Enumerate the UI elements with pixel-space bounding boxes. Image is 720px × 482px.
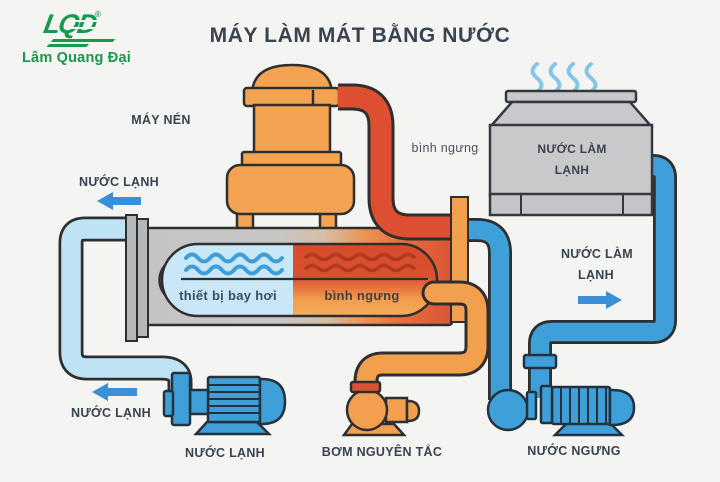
hot-gas-pipe — [338, 83, 452, 241]
label-main-pump: BƠM NGUYÊN TẮC — [321, 445, 443, 459]
label-chilled-water-bottom: NƯỚC LẠNH — [71, 406, 151, 420]
flow-arrow-chilled-bottom-icon — [92, 383, 137, 401]
flow-arrow-chilled-top-icon — [97, 192, 141, 210]
tower-riser-pipe — [528, 154, 677, 398]
label-cooling-tower-line2: LẠNH — [554, 163, 590, 177]
evaporator-waves-icon — [184, 252, 284, 276]
logo-monogram: LQD — [41, 9, 98, 39]
logo-registered-mark: ® — [95, 10, 101, 19]
label-condenser-vessel: bình ngưng — [324, 288, 400, 303]
label-chilled-water-top: NƯỚC LẠNH — [79, 175, 159, 189]
condenser-waves-icon — [304, 252, 416, 273]
label-cooling-water-line1: NƯỚC LÀM — [560, 247, 634, 261]
cooling-tower — [488, 62, 654, 217]
chilled-water-pump — [162, 371, 287, 436]
logo-swoosh — [50, 39, 116, 42]
condensate-drain-pipe — [353, 280, 490, 403]
page-title: MÁY LÀM MÁT BẰNG NƯỚC — [209, 24, 511, 47]
label-compressor: MÁY NÉN — [131, 113, 191, 127]
condenser-water-pipe — [466, 218, 512, 400]
label-chilled-water-pump: NƯỚC LẠNH — [185, 446, 265, 460]
logo: LQD® Lâm Quang Đại — [22, 9, 152, 66]
label-cooling-tower-line1: NƯỚC LÀM — [537, 142, 607, 156]
logo-swoosh-small — [46, 44, 90, 47]
condensate-pump — [486, 353, 636, 437]
vessel-left-flange — [125, 214, 149, 342]
label-cooling-water-line2: LẠNH — [578, 268, 614, 282]
label-condensate-pump: NƯỚC NGƯNG — [527, 444, 621, 458]
steam-icon — [530, 62, 598, 94]
evaporator-condenser-capsule — [160, 242, 439, 318]
label-condenser-pipe: bình ngưng — [411, 141, 479, 155]
label-evaporator: thiết bị bay hơi — [179, 288, 277, 303]
compressor — [225, 63, 356, 232]
flow-arrow-cooling-right-icon — [578, 291, 622, 309]
logo-company-name: Lâm Quang Đại — [22, 49, 131, 66]
main-pump — [341, 380, 421, 437]
